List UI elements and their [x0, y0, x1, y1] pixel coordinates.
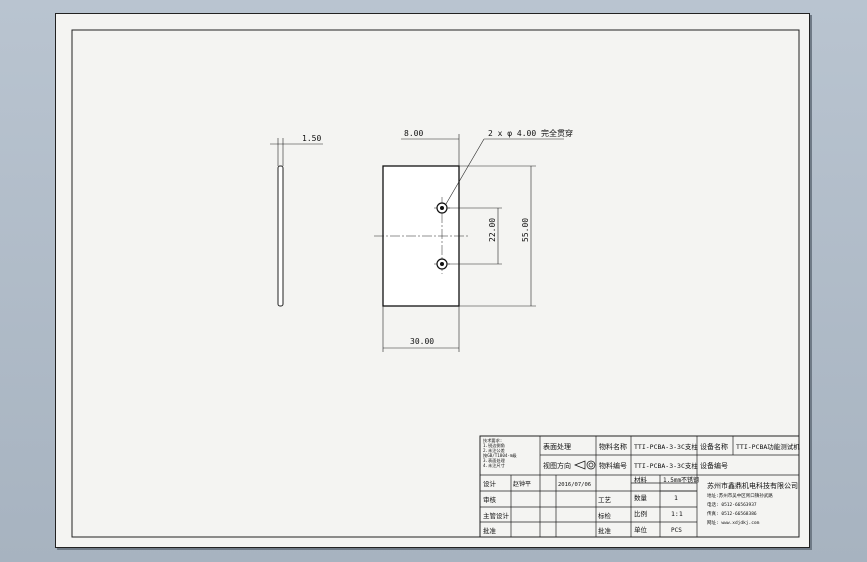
part-code: TTI-PCBA-3-3C支柱 — [634, 461, 698, 470]
design-name: 赵钟平 — [513, 480, 531, 488]
inner-border — [71, 29, 800, 538]
note-line-2: 1.锐边倒角 — [483, 442, 505, 449]
note-line-4: 按GB/T1804-m级 — [483, 452, 517, 459]
check-label: 审核 — [483, 495, 497, 504]
drawing-sheet: 1.50 8.00 — [55, 13, 810, 548]
standard-check-label: 标检 — [598, 511, 612, 520]
pitch-dim-text: 22.00 — [488, 218, 497, 242]
projection-symbol-icon — [574, 460, 596, 470]
side-profile — [277, 165, 284, 307]
drawing-canvas: 1.50 8.00 — [71, 29, 800, 538]
process-label: 工艺 — [598, 496, 612, 504]
projection-label: 视图方向 — [543, 461, 571, 470]
material-value: 1.5mm不锈钢 — [663, 476, 699, 484]
note-line-3: 2.未注公差 — [483, 447, 505, 454]
note-line-6: 4.未注尺寸 — [483, 462, 505, 469]
material-label: 材料 — [634, 475, 648, 484]
unit-value: PCS — [671, 527, 682, 534]
equipment-code-label: 设备编号 — [700, 461, 728, 470]
approve-label: 批准 — [483, 526, 497, 535]
company-name: 苏州市鑫鼎机电科技有限公司 — [707, 481, 798, 490]
chief-designer-label: 主管设计 — [483, 511, 510, 520]
material-name-label: 物料名称 — [599, 442, 627, 451]
offset-dim-text: 8.00 — [404, 129, 423, 138]
company-web: 网址: www.xdjdkj.com — [707, 519, 760, 526]
thickness-dim-text: 1.50 — [302, 134, 321, 143]
company-tel: 电话: 0512-66563937 — [707, 501, 757, 508]
side-view: 1.50 — [270, 134, 323, 307]
quantity-label: 数量 — [634, 493, 648, 502]
design-label: 设计 — [483, 479, 497, 488]
scale-label: 比例 — [634, 509, 647, 518]
company-address: 地址:苏州市吴中区胥口镇孙武路 — [707, 492, 773, 499]
quantity-value: 1 — [674, 494, 678, 502]
equipment-name-label: 设备名称 — [700, 442, 728, 451]
title-block — [479, 435, 800, 538]
approved-label: 批准 — [598, 526, 612, 535]
title-block-text: 技术要求: 1.锐边倒角 2.未注公差 按GB/T1804-m级 3.表面处理 … — [483, 437, 800, 535]
hole-leader — [445, 138, 485, 205]
front-view: 8.00 2 x φ 4.00 完全贯穿 22.00 55.00 — [374, 128, 573, 352]
height-dim-text: 55.00 — [521, 218, 530, 242]
width-dim-text: 30.00 — [410, 337, 434, 346]
note-line-1: 技术要求: — [483, 437, 502, 444]
part-name: TTI-PCBA-3-3C支柱 — [634, 442, 698, 451]
material-code-label: 物料编号 — [599, 461, 627, 470]
hole-note: 2 x φ 4.00 完全贯穿 — [488, 128, 573, 138]
design-date: 2016/07/06 — [558, 482, 591, 488]
scale-value: 1:1 — [671, 510, 683, 518]
unit-label: 单位 — [634, 525, 648, 534]
surface-treatment-label: 表面处理 — [543, 442, 571, 451]
equipment-name: TTI-PCBA功能测试机 — [736, 442, 800, 451]
company-fax: 传真: 0512-66568386 — [707, 510, 757, 517]
note-line-5: 3.表面处理 — [483, 457, 506, 464]
